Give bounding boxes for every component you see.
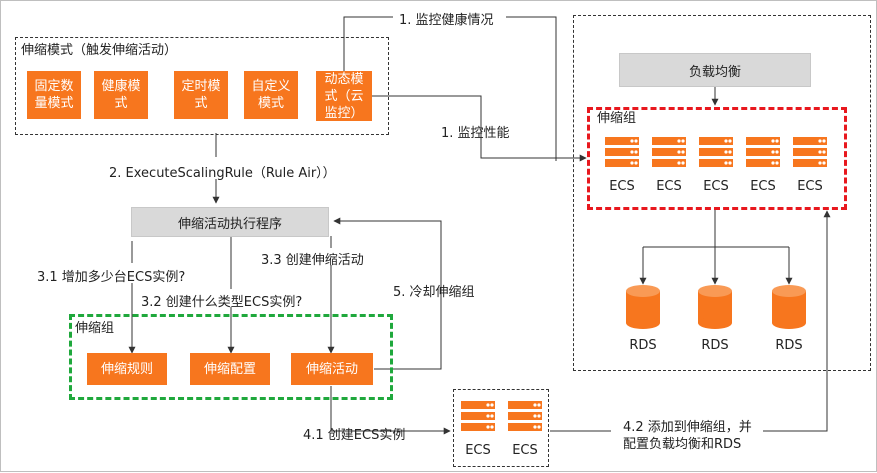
edge-cooldown <box>333 217 442 370</box>
ecs-label-5: ECS <box>797 179 823 194</box>
label-execute-rule: 2. ExecuteScalingRule（Rule Air）） <box>109 166 336 181</box>
mode-group-frame <box>15 37 389 135</box>
executor-box: 伸缩活动执行程序 <box>131 207 329 237</box>
ecs-label-2: ECS <box>656 179 682 194</box>
rds-icon-1 <box>626 285 660 333</box>
cloud-panel-frame <box>573 15 871 371</box>
label-instance-type: 3.2 创建什么类型ECS实例? <box>141 295 303 310</box>
ecs-server-5 <box>793 137 827 171</box>
rds-icon-3 <box>772 285 806 333</box>
mode-health: 健康模式 <box>94 71 148 119</box>
edge-group-rds <box>642 209 790 284</box>
label-add-to-group-2: 配置负载均衡和RDS <box>623 437 742 452</box>
item-scaling-activity: 伸缩活动 <box>291 353 373 385</box>
new-ecs-frame <box>453 389 549 467</box>
rds-label-3: RDS <box>775 338 803 353</box>
mode-fixed: 固定数量模式 <box>27 71 81 119</box>
ecs-label-1: ECS <box>609 179 635 194</box>
new-ecs-server-1 <box>461 401 495 435</box>
ecs-server-2 <box>652 137 686 171</box>
label-monitor-perf: 1. 监控性能 <box>441 126 510 141</box>
rds-label-2: RDS <box>701 338 729 353</box>
label-create-ecs: 4.1 创建ECS实例 <box>303 428 406 443</box>
ecs-label-4: ECS <box>750 179 776 194</box>
item-scaling-config: 伸缩配置 <box>190 353 270 385</box>
edge-create-ecs <box>330 386 451 435</box>
mode-custom: 自定义模式 <box>244 71 298 119</box>
new-ecs-server-2 <box>508 401 542 435</box>
item-scaling-rule: 伸缩规则 <box>87 353 167 385</box>
label-add-to-group-1: 4.2 添加到伸缩组，并 <box>623 420 752 435</box>
new-ecs-label-2: ECS <box>512 443 538 458</box>
new-ecs-label-1: ECS <box>465 443 491 458</box>
edge-monitor-perf <box>372 95 587 162</box>
mode-scheduled: 定时模式 <box>174 71 228 119</box>
mode-group-title: 伸缩模式（触发伸缩活动） <box>21 43 178 58</box>
local-group-title: 伸缩组 <box>75 321 115 336</box>
ecs-server-3 <box>699 137 733 171</box>
rds-label-1: RDS <box>629 338 657 353</box>
right-group-frame <box>587 107 847 210</box>
ecs-server-4 <box>746 137 780 171</box>
load-balancer-box: 负载均衡 <box>619 53 811 87</box>
ecs-label-3: ECS <box>703 179 729 194</box>
right-group-title: 伸缩组 <box>597 111 637 126</box>
label-cooldown: 5. 冷却伸缩组 <box>393 285 475 300</box>
label-monitor-health: 1. 监控健康情况 <box>399 13 494 28</box>
local-group-frame <box>69 314 393 400</box>
edge-add-to-group <box>550 211 827 432</box>
rds-icon-2 <box>698 285 732 333</box>
label-create-activity: 3.3 创建伸缩活动 <box>261 253 364 268</box>
mode-dynamic: 动态模式（云监控） <box>316 71 372 121</box>
edge-monitor-health <box>343 16 557 161</box>
label-add-instances: 3.1 增加多少台ECS实例? <box>37 270 186 285</box>
ecs-server-1 <box>605 137 639 171</box>
